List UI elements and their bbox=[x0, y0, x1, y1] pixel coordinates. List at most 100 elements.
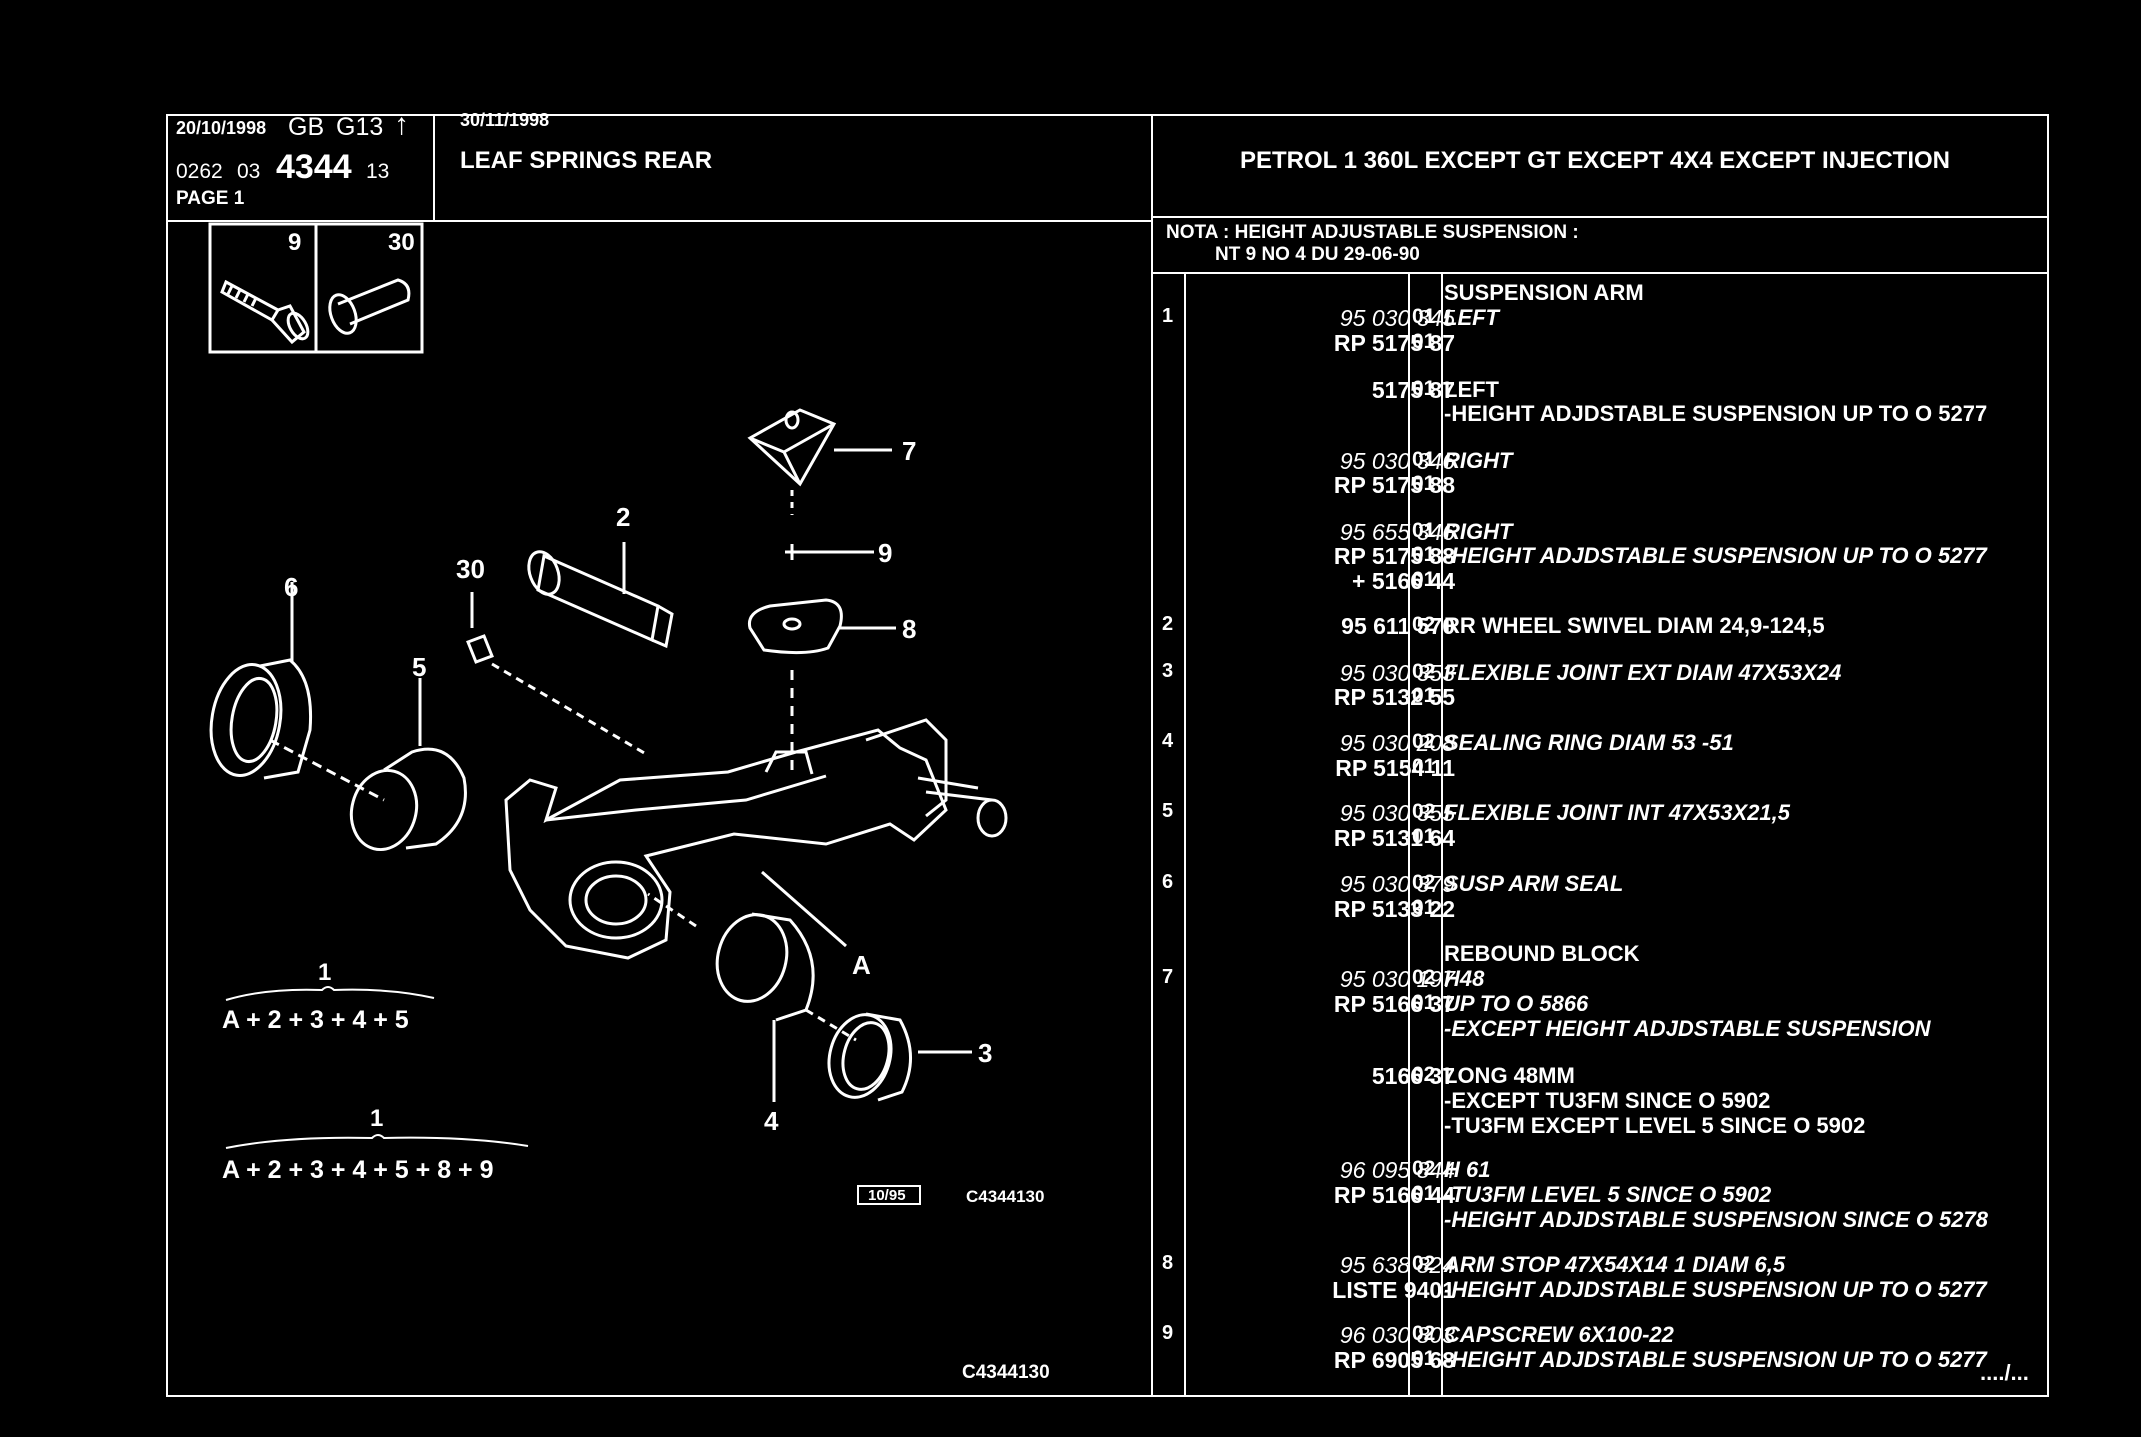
callout-7: 7 bbox=[902, 436, 916, 466]
page-number: PAGE 1 bbox=[176, 188, 245, 209]
diagram-ref-2: C4344130 bbox=[962, 1362, 1050, 1383]
item-number: 2 bbox=[1162, 613, 1174, 635]
part-number: 5175 87 bbox=[1371, 377, 1455, 403]
description: -HEIGHT ADJDSTABLE SUSPENSION SINCE O 52… bbox=[1444, 1207, 1988, 1232]
quantity: 02 bbox=[1412, 1063, 1436, 1086]
quantity: 01 bbox=[1412, 330, 1436, 353]
quantity: 02 bbox=[1412, 966, 1436, 989]
center-divider bbox=[1151, 114, 1153, 1397]
rivet-30 bbox=[466, 592, 647, 756]
part-number: RP 5131 64 bbox=[1333, 825, 1455, 851]
item-number: 6 bbox=[1162, 871, 1174, 893]
part-number: RP 5175 87 bbox=[1333, 330, 1455, 356]
group-code: G13 bbox=[336, 113, 384, 141]
applicability-bottom-line bbox=[1151, 216, 2049, 218]
title-bottom-line bbox=[433, 220, 1151, 222]
susp-arm-seal-6 bbox=[209, 582, 313, 780]
country-code: GB bbox=[288, 113, 325, 141]
exploded-diagram: 7 9 2 8 30 6 5 A 3 4 1 A + 2 + 3 + 4 + 5… bbox=[209, 408, 1050, 1383]
quantity: 01 bbox=[1412, 1347, 1436, 1370]
rebound-block-7 bbox=[747, 408, 892, 487]
part-number: + 5166 44 bbox=[1352, 568, 1455, 594]
callout-30: 30 bbox=[456, 554, 485, 584]
flexible-joint-4 bbox=[647, 892, 815, 1102]
callout-6: 6 bbox=[284, 572, 298, 602]
parts-sheet-frame bbox=[166, 114, 2049, 1397]
item-number: 1 bbox=[1162, 305, 1174, 327]
part-number: 95 030 346 bbox=[1339, 448, 1455, 474]
col-divider-desc bbox=[1441, 272, 1443, 1397]
callout-9: 9 bbox=[878, 538, 892, 568]
quantity: 01 bbox=[1412, 755, 1436, 778]
part-number: RP 5166 44 bbox=[1333, 1182, 1455, 1208]
description: UP TO O 5866 bbox=[1444, 991, 1589, 1016]
stamp-label: 10/95 bbox=[868, 1187, 906, 1204]
suspension-arm-A bbox=[504, 670, 1008, 960]
description: -EXCEPT HEIGHT ADJDSTABLE SUSPENSION bbox=[1444, 1016, 1931, 1041]
quantity: 01 bbox=[1412, 991, 1436, 1014]
capscrew-9 bbox=[785, 490, 874, 560]
nota-line-2: NT 9 NO 4 DU 29-06-90 bbox=[1215, 244, 1420, 265]
inset-label-30: 30 bbox=[388, 229, 415, 256]
quantity: 01 bbox=[1412, 684, 1436, 707]
ref-b: 03 bbox=[237, 160, 261, 183]
part-number: RP 6905 68 bbox=[1333, 1347, 1455, 1373]
item-number: 5 bbox=[1162, 800, 1174, 822]
col-divider-qty bbox=[1408, 272, 1410, 1397]
description: H 61 bbox=[1444, 1157, 1491, 1182]
arm-stop-8 bbox=[747, 598, 896, 655]
callout-2: 2 bbox=[616, 502, 630, 532]
description: SUSP ARM SEAL bbox=[1444, 871, 1624, 896]
part-number: 95 638 824 bbox=[1339, 1252, 1455, 1278]
quantity: 02 bbox=[1412, 1157, 1436, 1180]
description: RR WHEEL SWIVEL DIAM 24,9-124,5 bbox=[1444, 613, 1825, 638]
description: LEFT bbox=[1444, 305, 1499, 330]
description: SUSPENSION ARM bbox=[1444, 280, 1644, 305]
quantity: 01 bbox=[1412, 305, 1436, 328]
quantity: 01 bbox=[1412, 543, 1436, 566]
callout-3: 3 bbox=[978, 1038, 992, 1068]
part-number: RP 5132 55 bbox=[1333, 684, 1455, 710]
part-number: RP 5166 37 bbox=[1333, 991, 1455, 1017]
date-issued: 20/10/1998 bbox=[176, 118, 267, 138]
ref-main: 4344 bbox=[276, 148, 352, 186]
flexible-joint-5 bbox=[269, 678, 467, 852]
formula-2: A + 2 + 3 + 4 + 5 + 8 + 9 bbox=[222, 1156, 494, 1184]
quantity: 01 bbox=[1412, 825, 1436, 848]
date-revised: 30/11/1998 bbox=[460, 110, 550, 130]
part-number: 95 030 345 bbox=[1339, 305, 1455, 331]
quantity: 01 bbox=[1412, 896, 1436, 919]
description: -TU3FM EXCEPT LEVEL 5 SINCE O 5902 bbox=[1444, 1113, 1866, 1138]
quantity: 01 bbox=[1412, 448, 1436, 471]
quantity: 01 bbox=[1412, 519, 1436, 542]
rivet-icon bbox=[328, 278, 411, 335]
header-bottom-line bbox=[166, 220, 434, 222]
inset-label-9: 9 bbox=[288, 229, 301, 256]
formula-2-number: 1 bbox=[370, 1105, 383, 1132]
part-number: 95 030 355 bbox=[1339, 800, 1455, 826]
page-title: LEAF SPRINGS REAR bbox=[460, 147, 713, 174]
diagram-ref-1: C4344130 bbox=[966, 1187, 1044, 1206]
part-number: 96 095 844 bbox=[1339, 1157, 1455, 1183]
quantity: 01 bbox=[1412, 377, 1436, 400]
nota-bottom-line bbox=[1151, 272, 2049, 274]
part-number: RP 5175 88 bbox=[1333, 543, 1455, 569]
ref-c: 13 bbox=[366, 160, 390, 183]
part-number: RP 5133 22 bbox=[1333, 896, 1455, 922]
description: -HEIGHT ADJDSTABLE SUSPENSION UP TO O 52… bbox=[1444, 1347, 1987, 1372]
up-arrow-icon: ↑ bbox=[394, 108, 409, 141]
part-number: RP 5154 11 bbox=[1335, 755, 1455, 781]
part-number: 96 030 803 bbox=[1339, 1322, 1455, 1348]
description: ARM STOP 47X54X14 1 DIAM 6,5 bbox=[1444, 1252, 1786, 1277]
part-number: 95 611 570 bbox=[1341, 613, 1455, 639]
description: SEALING RING DIAM 53 -51 bbox=[1444, 730, 1734, 755]
quantity: 02 bbox=[1412, 660, 1436, 683]
item-number: 4 bbox=[1162, 730, 1174, 752]
quantity: 01 bbox=[1412, 1182, 1436, 1205]
description: FLEXIBLE JOINT EXT DIAM 47X53X24 bbox=[1444, 660, 1842, 685]
description: -HEIGHT ADJDSTABLE SUSPENSION UP TO O 52… bbox=[1444, 1277, 1987, 1302]
callout-A: A bbox=[852, 950, 871, 980]
description: RIGHT bbox=[1444, 448, 1513, 473]
part-number: LISTE 9401 bbox=[1332, 1277, 1455, 1303]
description: LONG 48MM bbox=[1444, 1063, 1575, 1088]
